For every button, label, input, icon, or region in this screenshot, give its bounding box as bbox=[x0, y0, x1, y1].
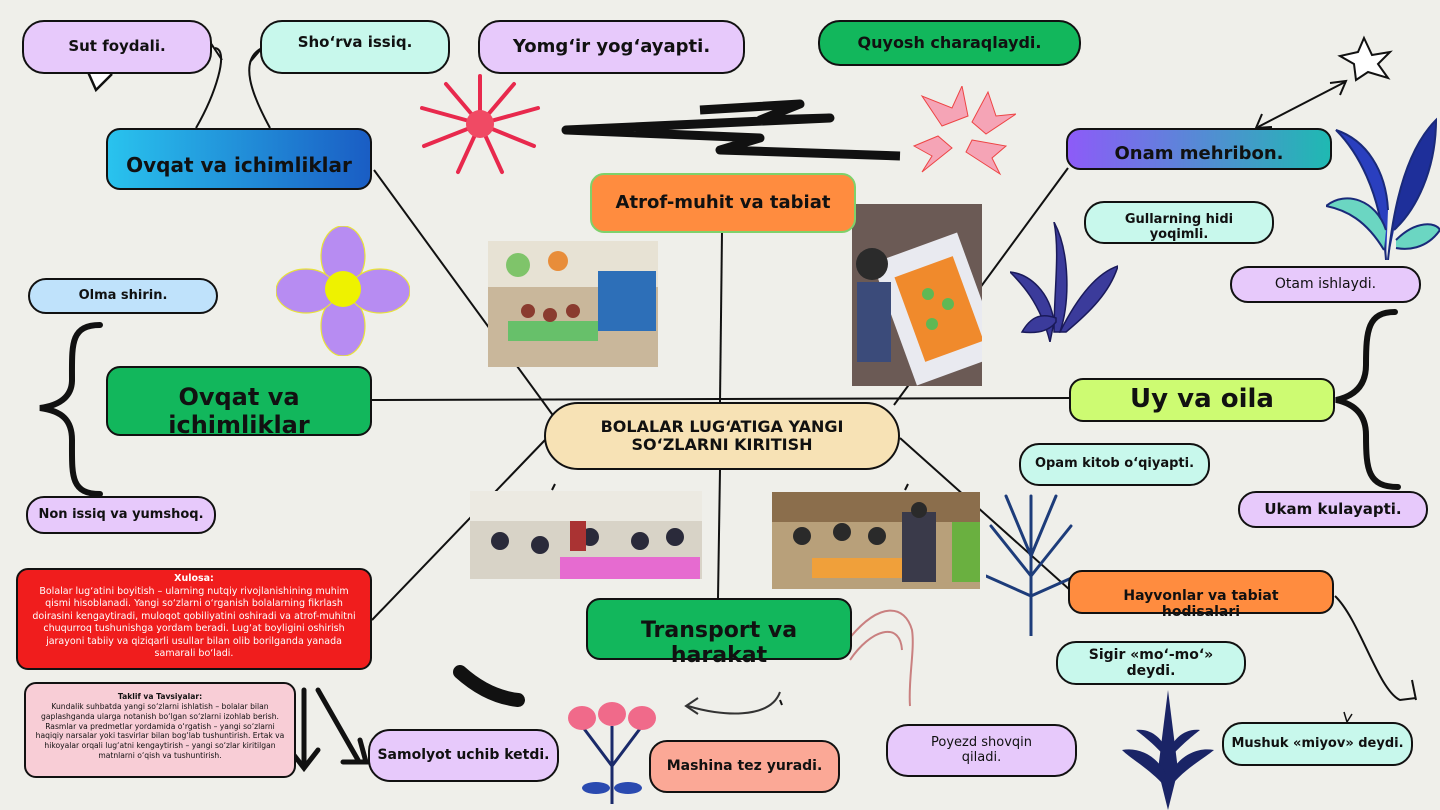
classroom-photo-1 bbox=[488, 241, 658, 367]
pink-leaf-cluster-icon bbox=[912, 86, 1016, 176]
navy-leaf-plant-icon bbox=[1122, 690, 1214, 810]
topic-food-top-label: Ovqat va ichimliklar bbox=[126, 152, 352, 177]
topic-nature[interactable]: Atrof-muhit va tabiat bbox=[590, 173, 856, 233]
topic-food-left[interactable]: Ovqat va ichimliklar bbox=[106, 366, 372, 439]
phrase-cat[interactable]: Mushuk «miyov» deydi. bbox=[1222, 722, 1413, 766]
phrase-train[interactable]: Poyezd shovqin qiladi. bbox=[886, 724, 1077, 777]
suggestions-text: Kundalik suhbatda yangi so‘zlarni ishlat… bbox=[35, 701, 285, 761]
conclusion-heading: Xulosa: bbox=[174, 573, 214, 584]
topic-nature-label: Atrof-muhit va tabiat bbox=[615, 191, 831, 213]
phrase-cat-label: Mushuk «miyov» deydi. bbox=[1231, 735, 1404, 751]
down-right-arrow-icon bbox=[287, 687, 370, 773]
topic-family-label: Uy va oila bbox=[1130, 384, 1274, 415]
phrase-plane-label: Samolyot uchib ketdi. bbox=[377, 747, 550, 764]
pink-flower-icon bbox=[420, 74, 540, 174]
leaf-plant-icon bbox=[1326, 117, 1440, 260]
spiky-plant-icon bbox=[986, 494, 1076, 636]
phrase-sun-label: Quyosh charaqlaydi. bbox=[857, 32, 1042, 52]
phrase-sister-label: Opam kitob o‘qiyapti. bbox=[1034, 456, 1195, 472]
phrase-cow[interactable]: Sigir «mo‘-mo‘» deydi. bbox=[1056, 641, 1246, 685]
phrase-brother[interactable]: Ukam kulayapti. bbox=[1238, 491, 1428, 528]
left-brace-icon bbox=[39, 322, 103, 497]
phrase-bread-label: Non issiq va yumshoq. bbox=[38, 506, 204, 522]
phrase-mother-label: Onam mehribon. bbox=[1114, 142, 1284, 164]
phrase-flowers-label: Gullarning hidi yoqimli. bbox=[1124, 212, 1234, 242]
phrase-milk[interactable]: Sut foydali. bbox=[22, 20, 212, 74]
conclusion-text: Bolalar lug‘atini boyitish – ularning nu… bbox=[32, 585, 356, 660]
phrase-rain[interactable]: Yomg‘ir yog‘ayapti. bbox=[478, 20, 745, 74]
classroom-photo-3 bbox=[772, 492, 980, 589]
phrase-car-label: Mashina tez yuradi. bbox=[666, 758, 823, 775]
star-outline-icon bbox=[1337, 35, 1393, 82]
right-brace-icon bbox=[1335, 309, 1401, 490]
phrase-train-label: Poyezd shovqin qiladi. bbox=[931, 734, 1032, 765]
phrase-father-label: Otam ishlaydi. bbox=[1274, 276, 1377, 293]
phrase-car[interactable]: Mashina tez yuradi. bbox=[649, 740, 840, 793]
phrase-brother-label: Ukam kulayapti. bbox=[1264, 499, 1402, 518]
tulip-plant-icon bbox=[568, 702, 656, 804]
phrase-apple[interactable]: Olma shirin. bbox=[28, 278, 218, 314]
classroom-photo-2 bbox=[470, 491, 702, 579]
central-topic[interactable]: BOLALAR LUG‘ATIGA YANGI SO‘ZLARNI KIRITI… bbox=[544, 402, 900, 470]
children-cards-photo bbox=[852, 204, 982, 386]
phrase-milk-label: Sut foydali. bbox=[68, 37, 166, 56]
topic-food-left-label: Ovqat va ichimliklar bbox=[168, 383, 310, 439]
topic-animals[interactable]: Hayvonlar va tabiat hodisalari bbox=[1068, 570, 1334, 620]
phrase-bread[interactable]: Non issiq va yumshoq. bbox=[26, 496, 216, 534]
topic-family[interactable]: Uy va oila bbox=[1069, 378, 1335, 422]
phrase-soup[interactable]: Sho‘rva issiq. bbox=[260, 20, 450, 74]
daisy-flower-icon bbox=[276, 226, 410, 356]
phrase-mother[interactable]: Onam mehribon. bbox=[1066, 128, 1332, 170]
scribble-icon bbox=[847, 609, 914, 707]
phrase-father[interactable]: Otam ishlaydi. bbox=[1230, 266, 1421, 303]
suggestions-heading: Taklif va Tavsiyalar: bbox=[117, 692, 203, 701]
phrase-sister[interactable]: Opam kitob o‘qiyapti. bbox=[1019, 443, 1210, 486]
brush-stroke-icon bbox=[453, 665, 525, 707]
purple-leaf-plant-icon bbox=[1010, 222, 1118, 342]
topic-animals-label: Hayvonlar va tabiat hodisalari bbox=[1123, 588, 1279, 621]
phrase-soup-label: Sho‘rva issiq. bbox=[297, 33, 413, 51]
central-topic-label: BOLALAR LUG‘ATIGA YANGI SO‘ZLARNI KIRITI… bbox=[600, 416, 844, 454]
topic-transport-label: Transport va harakat bbox=[640, 618, 798, 669]
conclusion-note: Xulosa: Bolalar lug‘atini boyitish – ula… bbox=[16, 568, 372, 670]
phrase-apple-label: Olma shirin. bbox=[78, 287, 168, 303]
topic-transport[interactable]: Transport va harakat bbox=[586, 598, 852, 668]
phrase-flowers[interactable]: Gullarning hidi yoqimli. bbox=[1084, 201, 1274, 244]
phrase-rain-label: Yomg‘ir yog‘ayapti. bbox=[512, 35, 711, 57]
phrase-sun[interactable]: Quyosh charaqlaydi. bbox=[818, 20, 1081, 66]
speech-bubble-tail-icon bbox=[86, 71, 113, 93]
topic-food-top[interactable]: Ovqat va ichimliklar bbox=[106, 128, 372, 190]
brush-lightning-icon bbox=[561, 99, 901, 161]
phrase-plane[interactable]: Samolyot uchib ketdi. bbox=[368, 729, 559, 782]
phrase-cow-label: Sigir «mo‘-mo‘» deydi. bbox=[1088, 647, 1214, 680]
curved-arrow-icon bbox=[687, 691, 781, 715]
suggestions-note: Taklif va Tavsiyalar: Kundalik suhbatda … bbox=[24, 682, 296, 778]
